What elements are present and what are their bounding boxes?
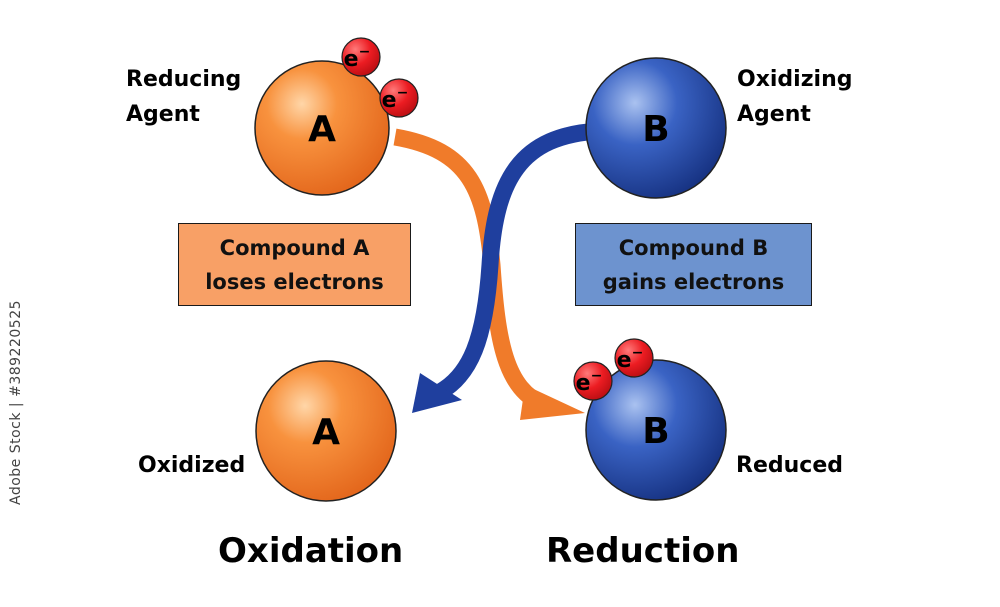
sphere-b-bottom-letter: B — [642, 411, 669, 452]
compound-b-line-2: gains electrons — [602, 269, 785, 294]
watermark-brand: Adobe Stock — [8, 412, 24, 505]
electron-a-top-2: e− — [379, 78, 419, 118]
oxidizing-agent-line-2: Agent — [737, 102, 811, 127]
stock-watermark: Adobe Stock | #389220525 — [8, 300, 24, 505]
sphere-b-top-letter: B — [642, 109, 669, 150]
electron-b-bottom-1: e− — [614, 338, 654, 378]
svg-text:e−: e− — [382, 85, 409, 113]
sphere-a-top-letter: A — [308, 109, 336, 150]
svg-text:e−: e− — [344, 44, 371, 72]
compound-b-line-1: Compound B — [618, 235, 769, 260]
watermark-separator: | — [8, 396, 24, 408]
reducing-agent-label: Reducing Agent — [126, 62, 241, 132]
watermark-id: #389220525 — [8, 299, 24, 397]
compound-b-box: Compound B gains electrons — [575, 223, 812, 306]
blue-arrowhead — [412, 373, 462, 413]
reducing-agent-line-1: Reducing — [126, 67, 242, 92]
reducing-agent-line-2: Agent — [126, 102, 200, 127]
electron-a-top-1: e− — [341, 37, 381, 77]
blue-electron-transfer-arrow — [435, 122, 601, 400]
sphere-b-top: B — [585, 57, 727, 199]
oxidizing-agent-line-1: Oxidizing — [737, 67, 853, 92]
oxidizing-agent-label: Oxidizing Agent — [737, 62, 852, 132]
svg-text:e−: e− — [576, 368, 603, 396]
compound-a-line-1: Compound A — [219, 235, 370, 260]
reduction-caption: Reduction — [546, 531, 740, 571]
compound-a-box: Compound A loses electrons — [178, 223, 411, 306]
oxidized-label: Oxidized — [138, 453, 246, 478]
reduced-label: Reduced — [736, 453, 843, 478]
oxidation-caption: Oxidation — [218, 531, 404, 571]
sphere-b-bottom: B — [585, 359, 727, 501]
svg-text:e−: e− — [617, 345, 644, 373]
sphere-a-bottom-letter: A — [312, 412, 340, 453]
sphere-a-bottom: A — [255, 360, 397, 502]
sphere-a-top: A — [254, 60, 390, 196]
compound-a-line-2: loses electrons — [205, 269, 384, 294]
electron-b-bottom-2: e− — [573, 361, 613, 401]
orange-arrowhead — [520, 385, 585, 420]
